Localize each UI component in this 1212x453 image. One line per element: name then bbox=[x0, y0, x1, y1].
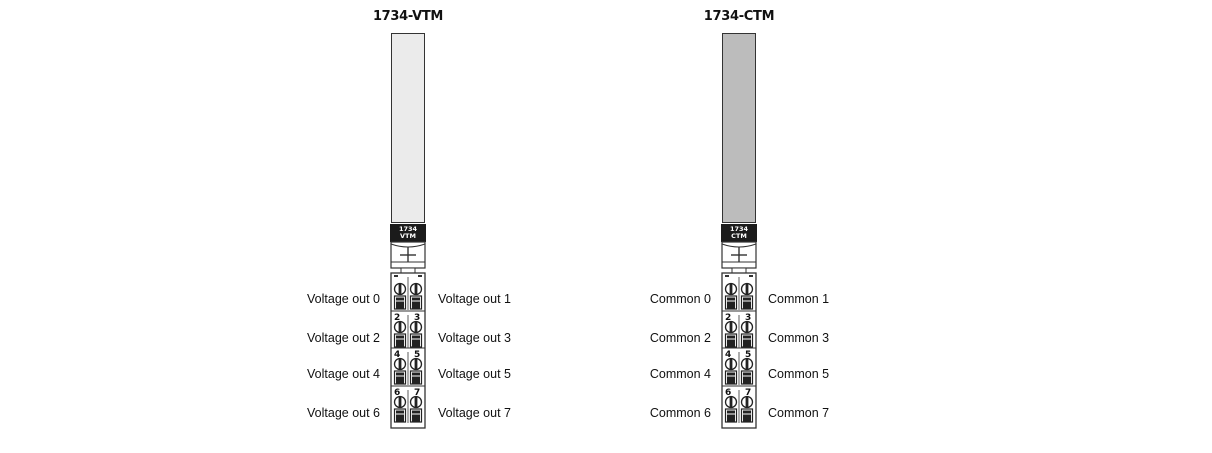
terminal-number: 5 bbox=[745, 350, 751, 360]
screw-slot bbox=[414, 396, 418, 408]
clamp-opening bbox=[412, 339, 420, 347]
nameplate-series: 1734 bbox=[729, 225, 749, 233]
terminal-label-left: Common 0 bbox=[649, 292, 711, 306]
clamp-opening bbox=[743, 339, 751, 347]
nameplate-model: CTM bbox=[731, 232, 747, 240]
terminal-label-right: Voltage out 3 bbox=[438, 331, 511, 345]
terminal-number: 4 bbox=[725, 350, 731, 360]
terminal-label-left: Common 4 bbox=[649, 367, 711, 381]
clamp-opening bbox=[412, 414, 420, 422]
screw-slot bbox=[729, 321, 733, 333]
nameplate-model: VTM bbox=[400, 232, 416, 240]
terminal-number: 6 bbox=[725, 388, 731, 398]
terminal-mark bbox=[725, 275, 729, 277]
module-housing bbox=[722, 33, 756, 223]
terminal-label-left: Voltage out 2 bbox=[307, 331, 380, 345]
screw-slot bbox=[745, 358, 749, 370]
module-housing bbox=[391, 33, 425, 223]
clamp-top bbox=[743, 410, 751, 414]
terminal-label-right: Common 5 bbox=[768, 367, 830, 381]
module-title: 1734-CTM bbox=[703, 9, 775, 24]
clamp-top bbox=[396, 335, 404, 339]
module-title: 1734-VTM bbox=[372, 9, 444, 24]
clamp-top bbox=[412, 410, 420, 414]
terminal-number: 3 bbox=[745, 313, 751, 323]
terminal-number: 2 bbox=[725, 313, 731, 323]
clamp-top bbox=[727, 297, 735, 301]
screw-slot bbox=[414, 358, 418, 370]
terminal-label-right: Voltage out 7 bbox=[438, 406, 511, 420]
nameplate-series: 1734 bbox=[398, 225, 418, 233]
clamp-opening bbox=[727, 301, 735, 309]
clamp-top bbox=[727, 410, 735, 414]
terminal-label-left: Voltage out 4 bbox=[307, 367, 380, 381]
clamp-opening bbox=[412, 376, 420, 384]
screw-slot bbox=[729, 283, 733, 295]
screw-slot bbox=[745, 321, 749, 333]
clamp-top bbox=[412, 297, 420, 301]
clamp-top bbox=[743, 372, 751, 376]
clamp-top bbox=[412, 372, 420, 376]
clamp-top bbox=[727, 372, 735, 376]
clamp-opening bbox=[743, 301, 751, 309]
screw-slot bbox=[398, 283, 402, 295]
terminal-label-right: Voltage out 5 bbox=[438, 367, 511, 381]
terminal-number: 3 bbox=[414, 313, 420, 323]
terminal-label-left: Voltage out 0 bbox=[307, 292, 380, 306]
screw-slot bbox=[414, 283, 418, 295]
terminal-label-left: Common 2 bbox=[649, 331, 711, 345]
clamp-opening bbox=[743, 414, 751, 422]
terminal-number: 2 bbox=[394, 313, 400, 323]
terminal-mark bbox=[749, 275, 753, 277]
clamp-top bbox=[743, 335, 751, 339]
clamp-opening bbox=[727, 376, 735, 384]
clamp-opening bbox=[396, 376, 404, 384]
terminal-number: 5 bbox=[414, 350, 420, 360]
terminal-mark bbox=[418, 275, 422, 277]
screw-slot bbox=[745, 283, 749, 295]
screw-slot bbox=[398, 358, 402, 370]
screw-slot bbox=[398, 321, 402, 333]
clamp-opening bbox=[727, 414, 735, 422]
clamp-top bbox=[727, 335, 735, 339]
terminal-number: 7 bbox=[745, 388, 751, 398]
terminal-label-right: Common 3 bbox=[768, 331, 830, 345]
clamp-opening bbox=[396, 414, 404, 422]
terminal-label-right: Common 7 bbox=[768, 406, 830, 420]
terminal-block: 2 3 4 5 6 7 bbox=[390, 241, 426, 429]
clamp-top bbox=[396, 297, 404, 301]
clamp-top bbox=[412, 335, 420, 339]
clamp-opening bbox=[743, 376, 751, 384]
terminal-label-right: Voltage out 1 bbox=[438, 292, 511, 306]
terminal-number: 6 bbox=[394, 388, 400, 398]
clamp-top bbox=[743, 297, 751, 301]
terminal-label-left: Voltage out 6 bbox=[307, 406, 380, 420]
clamp-opening bbox=[396, 301, 404, 309]
terminal-label-right: Common 1 bbox=[768, 292, 830, 306]
terminal-block: 2 3 4 5 6 7 bbox=[721, 241, 757, 429]
terminal-number: 7 bbox=[414, 388, 420, 398]
clamp-opening bbox=[412, 301, 420, 309]
screw-slot bbox=[414, 321, 418, 333]
clamp-top bbox=[396, 410, 404, 414]
clamp-opening bbox=[396, 339, 404, 347]
terminal-label-left: Common 6 bbox=[649, 406, 711, 420]
screw-slot bbox=[745, 396, 749, 408]
latch-tab bbox=[731, 267, 747, 274]
clamp-top bbox=[396, 372, 404, 376]
screw-slot bbox=[398, 396, 402, 408]
clamp-opening bbox=[727, 339, 735, 347]
terminal-mark bbox=[394, 275, 398, 277]
terminal-number: 4 bbox=[394, 350, 400, 360]
screw-slot bbox=[729, 396, 733, 408]
screw-slot bbox=[729, 358, 733, 370]
